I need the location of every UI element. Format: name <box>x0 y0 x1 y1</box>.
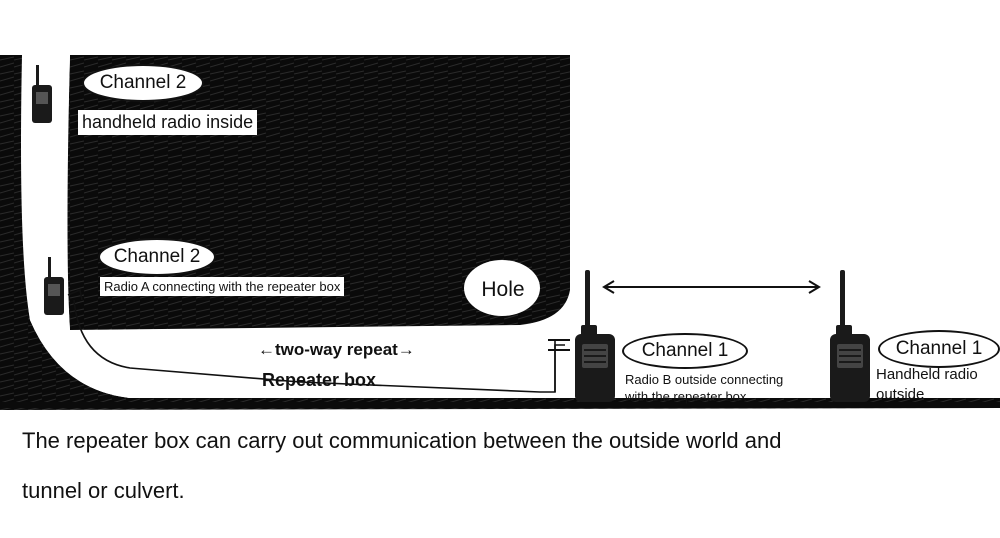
outside-radio-icon <box>829 269 871 403</box>
channel2-mid-label: Channel 2 <box>98 238 216 276</box>
hole-label: Hole <box>468 272 538 308</box>
outside-radio-label-line2: outside <box>876 386 925 403</box>
two-way-repeat-label: ←two-way repeat→ <box>254 338 419 362</box>
channel1-b-label: Channel 1 <box>622 333 748 369</box>
ground-rock <box>0 55 1000 410</box>
repeater-box-label: Repeater box <box>262 370 377 390</box>
radio-a-label: Radio A connecting with the repeater box <box>100 277 345 296</box>
radio-b-label-line1: Radio B outside connecting <box>625 372 784 387</box>
double-arrow-icon <box>602 280 821 294</box>
channel1-outside-label: Channel 1 <box>878 330 1000 368</box>
repeater-cable <box>73 299 565 393</box>
channel2-top-label: Channel 2 <box>82 64 204 102</box>
caption-line1: The repeater box can carry out communica… <box>22 428 782 453</box>
outside-radio-label-line1: Handheld radio <box>876 366 978 383</box>
inside-radio-label: handheld radio inside <box>78 110 258 135</box>
radio-b-label-line2: with the repeater box <box>625 389 747 404</box>
caption-line2: tunnel or culvert. <box>22 478 185 503</box>
